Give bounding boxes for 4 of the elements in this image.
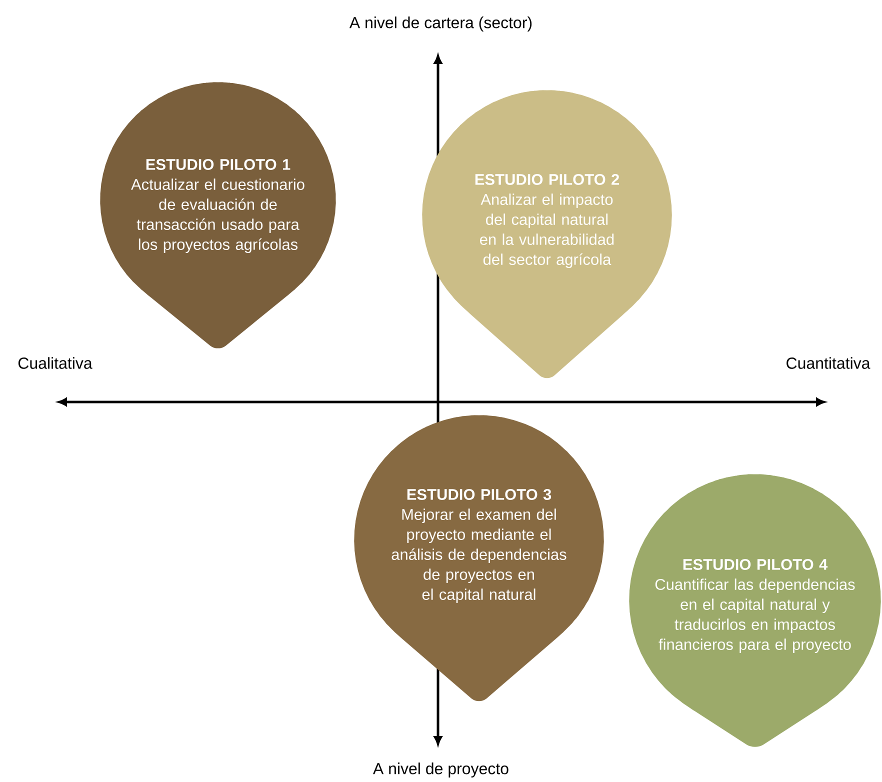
axis-label: Cuantitativa [786, 357, 870, 369]
axis-label: A nivel de cartera (sector) [349, 16, 532, 32]
axis-label: Cualitativa [18, 357, 92, 369]
axis-label: A nivel de proyecto [373, 762, 508, 778]
